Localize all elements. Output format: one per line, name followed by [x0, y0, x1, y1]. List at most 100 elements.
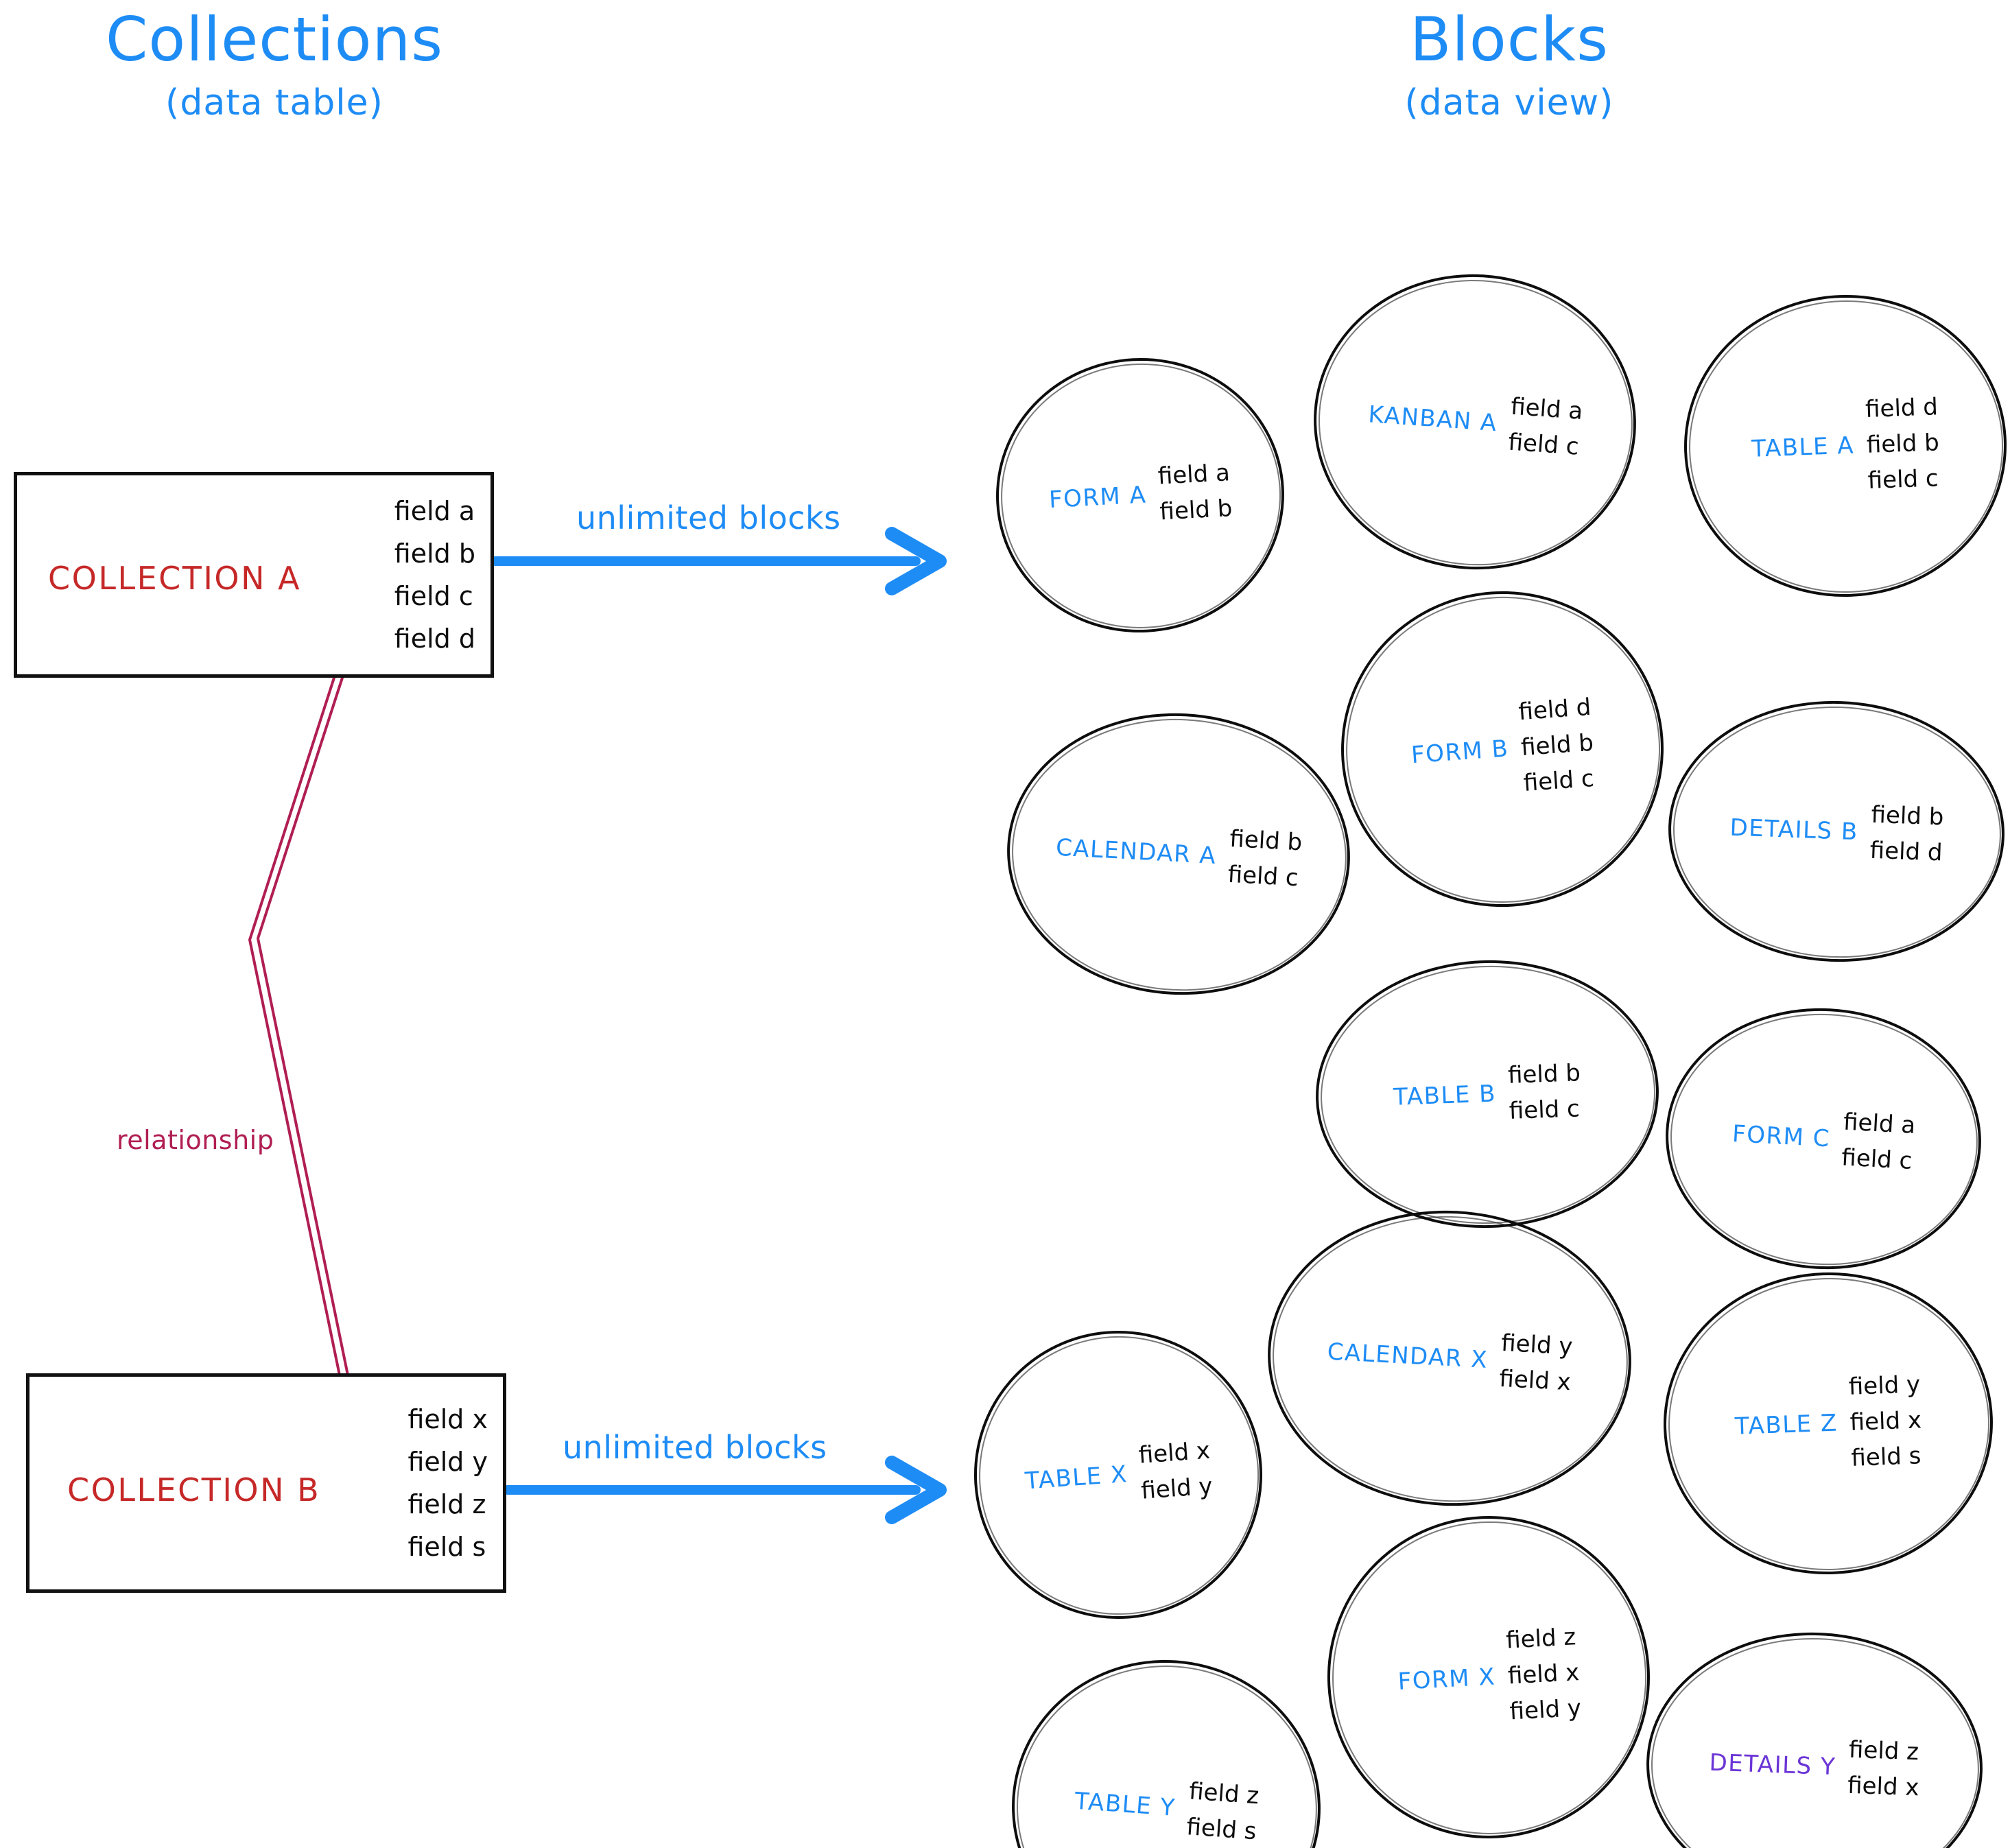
block-field: field y: [1848, 1371, 1921, 1401]
block-field: field x: [1849, 1406, 1922, 1436]
block-ellipse[interactable]: CALENDAR X field y field x: [1260, 1201, 1639, 1515]
block-content: FORM B field d field b field c: [1340, 685, 1664, 814]
block-fields: field y field x field s: [1848, 1366, 1924, 1476]
block-field: field z: [1505, 1623, 1577, 1655]
block-content: KANBAN A field a field c: [1314, 375, 1635, 469]
block-ellipse[interactable]: TABLE X field x field y: [964, 1320, 1273, 1629]
block-fields: field d field b field c: [1865, 389, 1941, 499]
block-name: TABLE Y: [1074, 1787, 1177, 1822]
block-ellipse[interactable]: FORM A field a field b: [989, 351, 1292, 640]
arrow-unlimited-blocks-bottom: [503, 1456, 947, 1524]
arrow-label-unlimited-blocks-top: unlimited blocks: [576, 499, 841, 536]
block-fields: field z field x: [1847, 1732, 1921, 1806]
block-field: field b: [1866, 429, 1940, 459]
block-content: FORM C field a field c: [1667, 1095, 1981, 1183]
block-name: FORM A: [1048, 481, 1148, 514]
arrow-unlimited-blocks-top: [490, 527, 947, 595]
block-fields: field a field c: [1507, 389, 1584, 465]
block-field: field s: [1185, 1813, 1257, 1846]
block-name: DETAILS Y: [1708, 1749, 1836, 1781]
block-content: DETAILS Y field z field x: [1648, 1725, 1981, 1808]
block-content: TABLE X field x field y: [975, 1430, 1262, 1520]
block-fields: field y field x: [1498, 1325, 1574, 1400]
block-field: field z: [1848, 1736, 1919, 1766]
block-ellipse[interactable]: TABLE Z field y field x field s: [1658, 1266, 1998, 1580]
block-content: TABLE A field d field b field c: [1685, 387, 2005, 505]
block-name: TABLE B: [1393, 1080, 1497, 1111]
block-field: field y: [1509, 1694, 1582, 1726]
block-fields: field z field x field y: [1505, 1619, 1582, 1729]
block-fields: field d field b field c: [1517, 689, 1597, 801]
block-fields: field x field y: [1137, 1433, 1214, 1509]
block-content: TABLE Z field y field x field s: [1664, 1364, 1991, 1482]
collection-a-box[interactable]: COLLECTION A field a field b field c fie…: [14, 472, 494, 678]
block-field: field x: [1847, 1771, 1920, 1802]
block-content: DETAILS B field b field d: [1670, 790, 2002, 873]
block-content: TABLE Y field z field s: [1013, 1762, 1320, 1848]
block-name: TABLE Z: [1734, 1409, 1838, 1441]
collection-a-field: field a: [394, 496, 475, 526]
block-name: CALENDAR A: [1055, 833, 1218, 870]
block-content: CALENDAR A field b field c: [1008, 809, 1349, 899]
collection-b-fields: field x field y field z field s: [407, 1398, 488, 1568]
block-fields: field b field d: [1869, 797, 1944, 871]
block-field: field d: [1865, 393, 1939, 423]
collection-a-fields: field a field b field c field d: [394, 490, 475, 660]
block-field: field d: [1517, 693, 1592, 726]
collection-b-field: field z: [407, 1489, 486, 1519]
blocks-title-sub: (data view): [1404, 82, 1614, 123]
collection-b-field: field y: [407, 1447, 488, 1477]
block-ellipse[interactable]: TABLE B field b field c: [1311, 954, 1664, 1234]
block-field: field b: [1229, 825, 1303, 857]
block-field: field y: [1140, 1472, 1214, 1505]
collection-a-field: field c: [394, 581, 473, 611]
block-ellipse[interactable]: KANBAN A field a field c: [1303, 263, 1646, 580]
block-name: FORM X: [1397, 1663, 1497, 1696]
block-fields: field b field c: [1227, 821, 1303, 896]
block-ellipse[interactable]: FORM X field z field x field y: [1319, 1508, 1658, 1847]
collection-b-box[interactable]: COLLECTION B field x field y field z fie…: [26, 1373, 506, 1593]
block-field: field b: [1159, 495, 1233, 526]
block-field: field c: [1507, 428, 1580, 461]
block-ellipse[interactable]: CALENDAR A field b field c: [1000, 704, 1358, 1004]
block-fields: field a field b: [1157, 455, 1233, 530]
collections-title-sub: (data table): [165, 82, 383, 123]
block-fields: field z field s: [1185, 1773, 1260, 1848]
block-field: field b: [1870, 801, 1945, 831]
block-fields: field a field c: [1841, 1104, 1916, 1179]
block-name: FORM B: [1410, 735, 1510, 770]
block-field: field a: [1843, 1108, 1917, 1139]
block-field: field x: [1498, 1364, 1572, 1397]
collection-b-field: field s: [407, 1532, 486, 1562]
block-field: field c: [1509, 1095, 1581, 1125]
block-name: TABLE A: [1751, 431, 1855, 463]
block-name: KANBAN A: [1367, 401, 1499, 438]
collections-title-main: Collections: [105, 4, 444, 75]
block-field: field c: [1841, 1144, 1913, 1175]
block-content: FORM A field a field b: [997, 452, 1284, 538]
relationship-label: relationship: [117, 1125, 274, 1155]
block-ellipse[interactable]: FORM B field d field b field c: [1330, 580, 1675, 918]
block-field: field d: [1869, 836, 1943, 867]
block-ellipse[interactable]: TABLE Y field z field s: [1002, 1649, 1331, 1848]
arrow-label-unlimited-blocks-bottom: unlimited blocks: [563, 1429, 827, 1466]
relationship-connector: [248, 675, 369, 1423]
collection-b-field: field x: [407, 1404, 488, 1434]
block-content: TABLE B field b field c: [1317, 1052, 1657, 1135]
block-ellipse[interactable]: DETAILS Y field z field x: [1642, 1626, 1987, 1848]
block-field: field c: [1227, 860, 1299, 892]
collections-title: Collections (data table): [27, 10, 521, 121]
block-ellipse[interactable]: DETAILS B field b field d: [1664, 695, 2009, 968]
block-field: field z: [1187, 1777, 1260, 1810]
block-name: TABLE X: [1024, 1460, 1129, 1495]
collection-a-name: COLLECTION A: [48, 560, 302, 597]
blocks-title: Blocks (data view): [1262, 10, 1756, 121]
block-field: field c: [1867, 464, 1939, 495]
block-content: FORM X field z field x field y: [1327, 1615, 1650, 1739]
collection-b-name: COLLECTION B: [67, 1471, 321, 1508]
block-ellipse[interactable]: FORM C field a field c: [1659, 1000, 1988, 1277]
block-ellipse[interactable]: TABLE A field d field b field c: [1679, 289, 2010, 603]
block-name: CALENDAR X: [1326, 1338, 1489, 1374]
block-field: field a: [1157, 459, 1231, 490]
